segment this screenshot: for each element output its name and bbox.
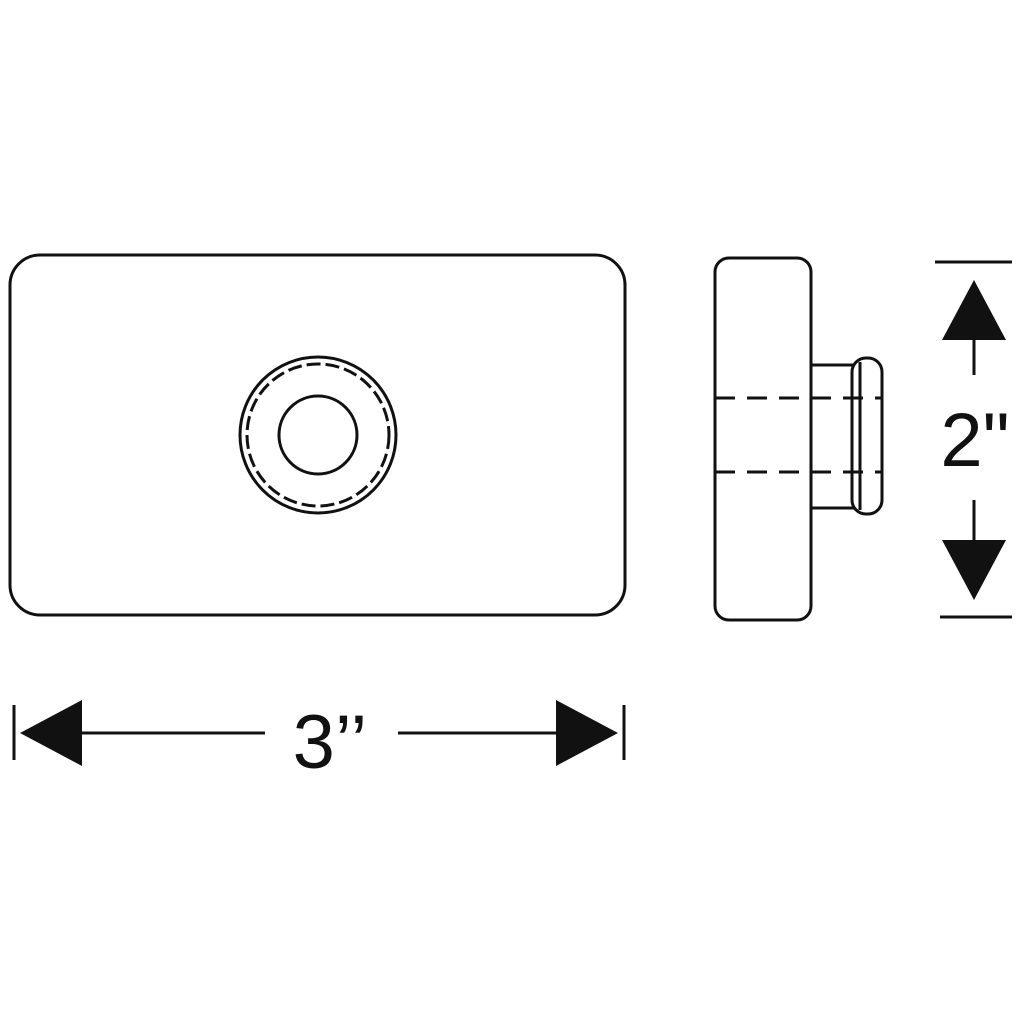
- height-label: 2": [940, 398, 1009, 483]
- width-arrowhead-right: [556, 700, 618, 766]
- boss-outer-ring: [238, 355, 398, 515]
- side-plate-outline: [713, 256, 813, 622]
- side-view: [713, 256, 884, 622]
- front-plate-outline: [8, 253, 627, 617]
- height-arrowhead-bottom: [942, 540, 1006, 600]
- width-dimension: 3’’: [12, 700, 626, 785]
- front-view: [8, 253, 627, 617]
- center-hole: [277, 394, 359, 476]
- width-arrowhead-left: [20, 700, 82, 766]
- height-arrowhead-top: [942, 280, 1006, 340]
- stem-cap-outline: [850, 356, 884, 516]
- width-label: 3’’: [293, 700, 368, 785]
- height-dimension: 2": [935, 260, 1012, 619]
- stem-outline: [811, 363, 855, 510]
- boss-inner-ring-dashed: [245, 362, 391, 508]
